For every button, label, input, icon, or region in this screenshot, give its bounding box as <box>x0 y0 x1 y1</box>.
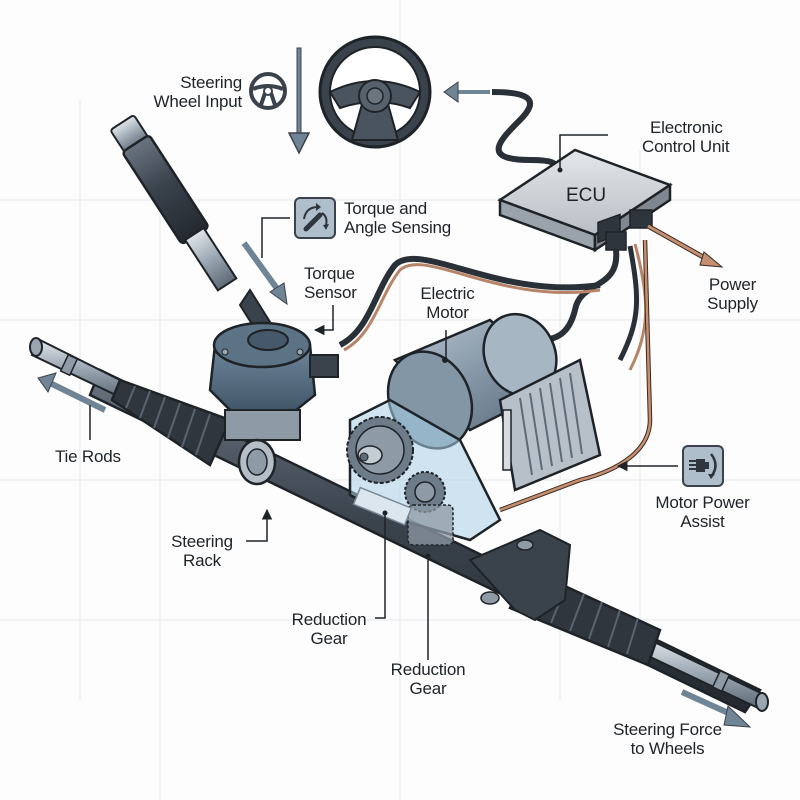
tie-rod-right <box>640 638 769 712</box>
input-arrow-down <box>287 47 311 155</box>
label-power-supply: Power Supply <box>707 275 758 313</box>
label-electric-motor: Electric Motor <box>420 284 475 322</box>
label-electronic-control-unit: Electronic Control Unit <box>642 118 730 156</box>
wiring-harness <box>338 239 653 513</box>
feedback-arrow <box>443 81 490 103</box>
mounting-bracket <box>468 528 572 622</box>
tie-rod-arrow <box>37 372 107 413</box>
power-supply-wire <box>646 223 724 268</box>
steering-rack-callout <box>246 508 273 542</box>
label-steering-rack: Steering Rack <box>171 532 233 570</box>
torque-sensor <box>208 321 339 486</box>
steering-wheel-icon <box>248 71 288 111</box>
reduction-gear-housing <box>346 398 502 546</box>
torque-angle-callout <box>261 217 290 258</box>
steering-wheel <box>318 35 432 149</box>
label-torque-sensor: Torque Sensor <box>304 264 357 302</box>
label-motor-power-assist: Motor Power Assist <box>655 493 750 531</box>
label-torque-angle-sensing: Torque and Angle Sensing <box>344 199 452 237</box>
rubber-boot-left <box>110 378 232 467</box>
ecu-unit: ECU <box>497 148 673 253</box>
label-steering-force: Steering Force to Wheels <box>613 720 722 758</box>
large-gear <box>346 416 414 484</box>
rack-shaft <box>352 486 413 526</box>
wheel-ecu-cable <box>491 89 563 177</box>
torque-sensing-icon <box>294 197 336 239</box>
ecu-callout <box>559 134 608 170</box>
label-tie-rods: Tie Rods <box>55 447 121 466</box>
pinion-gear <box>407 504 454 546</box>
ecu-box-text: ECU <box>566 185 606 206</box>
torque-arrow <box>241 241 288 306</box>
motor-controller-heatsink <box>498 358 602 492</box>
steering-force-arrow <box>680 689 752 728</box>
torque-sensor-callout <box>313 305 334 336</box>
label-steering-wheel-input: Steering Wheel Input <box>153 73 242 111</box>
reduction-gear-1-callout <box>375 513 386 619</box>
steering-column <box>110 115 281 356</box>
label-reduction-gear-2: Reduction Gear <box>390 660 466 698</box>
label-reduction-gear-1: Reduction Gear <box>291 610 367 648</box>
small-gear <box>404 471 446 513</box>
motor-assist-icon <box>682 445 724 487</box>
